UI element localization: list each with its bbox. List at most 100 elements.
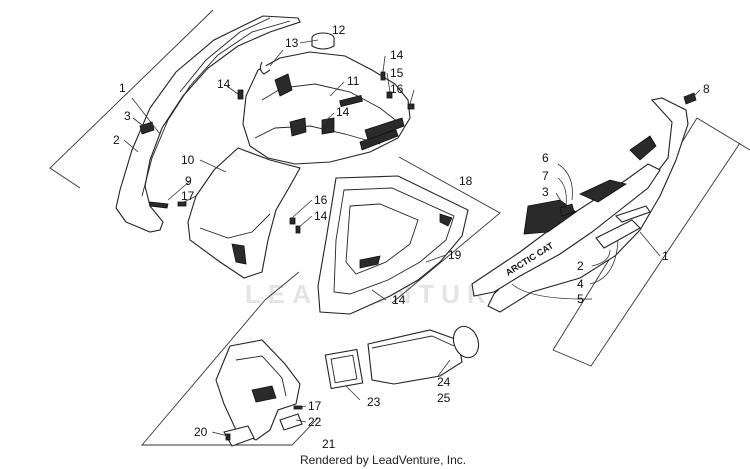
clip-16-upper	[407, 103, 415, 110]
callout-14-upper-left: 14	[217, 77, 231, 91]
upper-hood-vent-1	[364, 117, 405, 141]
upper-hood-slot	[339, 94, 363, 108]
headlight-bracket	[215, 339, 303, 447]
callout-18: 18	[459, 174, 473, 188]
callout-7: 7	[542, 169, 549, 183]
upper-hood-clip	[321, 117, 335, 135]
callout-15: 15	[390, 66, 404, 80]
rivet-15	[386, 91, 393, 99]
screw-14-upper-left	[237, 89, 244, 100]
upper-hood-vent-2	[359, 129, 399, 151]
fuel-cap-ring	[311, 38, 335, 50]
screw-17-lower	[293, 405, 303, 410]
screw-17-left	[177, 201, 187, 207]
frame-left-side-panel	[49, 9, 214, 189]
headlight-bracket-slot	[251, 385, 277, 403]
callout-4: 4	[577, 277, 584, 291]
callout-19: 19	[448, 248, 462, 262]
frame-right-side-panel-bottom	[552, 142, 741, 367]
left-side-panel-decal	[139, 121, 155, 135]
callout-11: 11	[347, 74, 360, 88]
storage-tray-tab	[439, 213, 453, 227]
leader-8	[693, 89, 701, 97]
callout-14-top-right: 14	[390, 48, 404, 62]
leader-10	[199, 159, 227, 173]
hood-nose	[187, 147, 301, 279]
frame-storage-tray	[391, 156, 501, 304]
upper-hood-bracket	[289, 117, 307, 137]
leader-14e	[371, 289, 387, 301]
leader-2b	[591, 249, 611, 267]
callout-16-upper: 16	[390, 82, 404, 96]
callout-3-right: 3	[542, 185, 549, 199]
callout-12: 12	[332, 23, 346, 37]
right-side-panel-trim	[595, 219, 641, 249]
leader-12	[299, 39, 319, 44]
callout-17-lower: 17	[308, 399, 322, 413]
leader-14a	[226, 85, 239, 95]
callout-20: 20	[194, 425, 208, 439]
leader-7	[557, 177, 567, 207]
light-socket-20	[223, 425, 255, 447]
leader-22	[295, 419, 307, 423]
air-intake-duct	[367, 329, 463, 385]
callout-3-left: 3	[124, 109, 131, 123]
callout-10: 10	[181, 153, 195, 167]
right-side-panel-trim-2	[614, 205, 651, 223]
leader-16b	[291, 199, 313, 219]
leader-5	[511, 283, 593, 300]
left-side-panel-edge-line-2	[179, 17, 271, 93]
leader-14c	[321, 112, 335, 125]
left-side-panel	[115, 15, 301, 233]
callout-1-right: 1	[662, 249, 669, 263]
screw-14-lower	[295, 225, 301, 234]
leader-9	[167, 180, 191, 201]
callout-17-left: 17	[181, 189, 195, 203]
callout-9: 9	[185, 174, 192, 188]
right-side-panel-graphic-3	[629, 135, 657, 161]
callout-2-right: 2	[577, 259, 584, 273]
hood-nose-vent	[231, 243, 247, 265]
hood-nose-body	[187, 147, 301, 279]
air-intake-duct-edge	[371, 335, 455, 349]
callout-16-lower: 16	[314, 193, 328, 207]
storage-tray	[317, 175, 469, 315]
rivet-8	[683, 92, 697, 105]
right-side-panel-decal	[559, 203, 575, 217]
right-side-panel: ARCTIC CAT	[471, 92, 697, 313]
callout-14-center: 14	[336, 105, 350, 119]
leader-lines	[123, 39, 701, 437]
upper-hood-contour-2	[254, 125, 381, 145]
storage-tray-outer	[317, 175, 469, 315]
leader-4	[589, 239, 619, 285]
storage-tray-rim	[333, 187, 455, 295]
air-intake	[324, 325, 480, 390]
leader-15	[386, 72, 391, 93]
frame-right-side-panel-top	[696, 117, 750, 151]
callout-14-tray: 14	[392, 293, 406, 307]
leader-2a	[123, 139, 139, 153]
fuel-cap	[311, 32, 335, 50]
left-side-panel-edge-line	[141, 20, 291, 197]
air-intake-gasket-inner	[330, 354, 358, 384]
callout-1-left: 1	[119, 81, 126, 95]
callout-8: 8	[703, 82, 710, 96]
callout-5: 5	[577, 292, 584, 306]
frame-headlight-bracket	[141, 299, 319, 446]
wire-harness-13	[259, 61, 271, 75]
upper-hood	[242, 51, 411, 165]
leader-14b	[382, 55, 386, 73]
leader-6	[557, 163, 573, 201]
leader-17a	[179, 195, 197, 205]
render-credit: Rendered by LeadVenture, Inc.	[300, 453, 466, 467]
light-socket-pin	[225, 433, 231, 441]
leader-1a	[131, 97, 161, 135]
upper-hood-gauge-mount	[274, 73, 293, 97]
callout-24: 24	[437, 375, 451, 389]
leader-16a	[409, 89, 415, 105]
bracket-22	[279, 413, 303, 431]
leader-20	[211, 431, 229, 437]
leader-14d	[297, 215, 313, 229]
leader-19	[425, 254, 447, 263]
